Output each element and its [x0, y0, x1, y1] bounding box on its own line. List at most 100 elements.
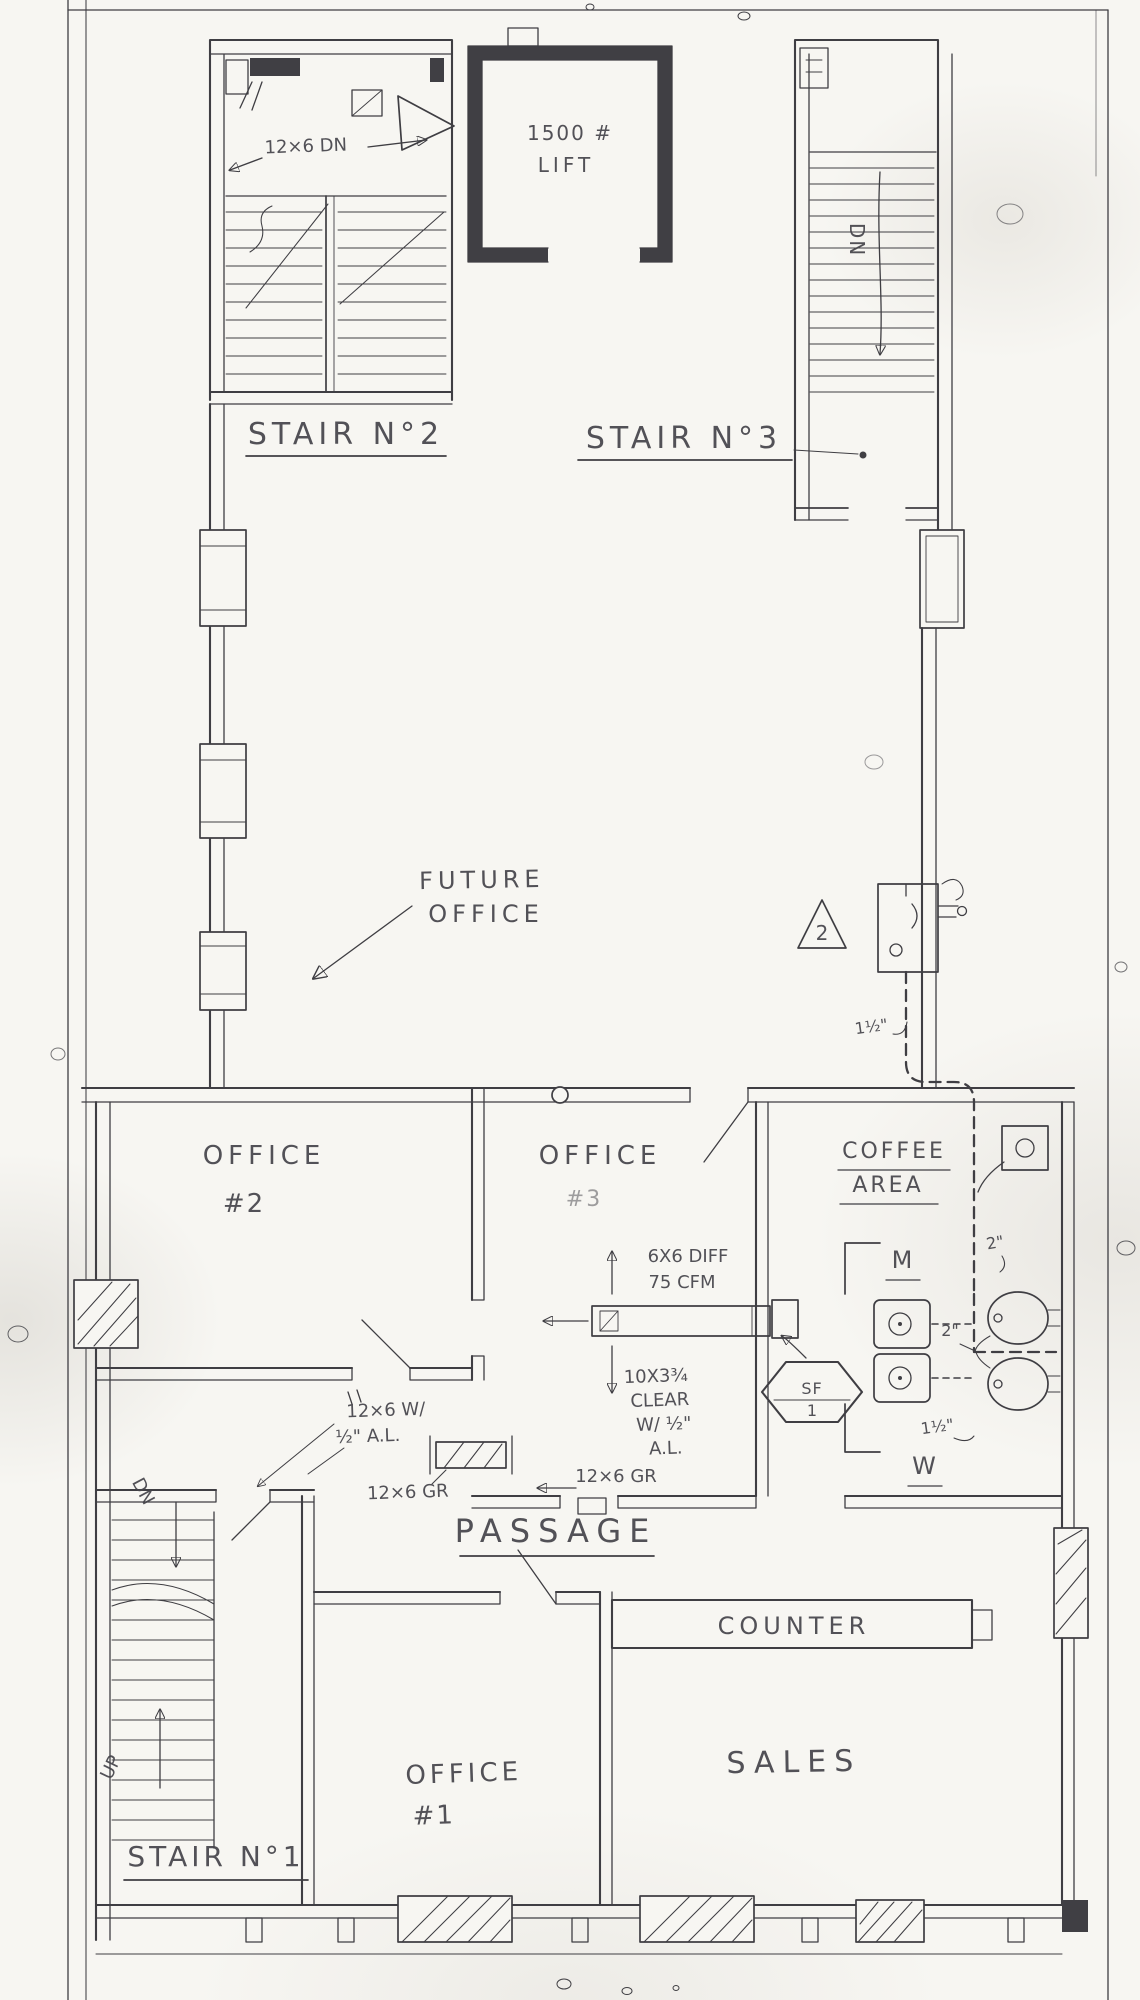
stair3-treads [809, 167, 935, 393]
coffee-line2: AREA [852, 1173, 923, 1198]
clear-line1: 10X3¾ [623, 1365, 688, 1388]
sales-title: SALES [726, 1744, 861, 1781]
stair1-title: STAIR N°1 [127, 1840, 304, 1873]
stair3-dn-label: DN [845, 223, 869, 257]
clear-line3: W/ ½" [636, 1413, 692, 1436]
dashed-pipe-riser [904, 970, 976, 1296]
office1-line1: OFFICE [405, 1757, 523, 1791]
detail-triangle [797, 899, 847, 949]
stair1-dn-label: DN [127, 1474, 158, 1508]
future-office-line2: OFFICE [428, 900, 544, 928]
duct-run [591, 1305, 771, 1337]
diff-line2: 75 CFM [648, 1272, 715, 1293]
office-2-group: OFFICE #2 [94, 1086, 485, 1382]
duct-end-cap [771, 1299, 799, 1339]
coffee-line1: COFFEE [842, 1139, 946, 1164]
toilet-fixture [873, 1299, 931, 1349]
window-block [639, 1895, 755, 1943]
counter-group: COUNTER [610, 1598, 993, 1650]
water-heater [877, 883, 939, 973]
stair-3-group: DN STAIR N°3 [577, 38, 965, 629]
left-wall-lower [73, 1100, 139, 1942]
passage-south-wall [470, 1494, 1064, 1515]
diff-line1: 6X6 DIFF [648, 1246, 729, 1267]
pipe-wc-label: 2" [941, 1321, 959, 1340]
toilet-fixture [873, 1353, 931, 1403]
duct-dn-arrow [367, 140, 426, 148]
grille-right-label: 12×6 GR [575, 1466, 657, 1487]
sales-group: SALES [726, 1744, 861, 1781]
window-block [397, 1895, 513, 1943]
coffee-area-group: COFFEE AREA 2" [837, 1125, 1058, 1453]
duct-w-line1: 12×6 W/ [346, 1399, 427, 1423]
sf-leader-arrow [782, 1336, 807, 1359]
office1-line2: #1 [412, 1800, 455, 1831]
lavatory-fixture [987, 1291, 1049, 1345]
riser-detail: 2 1½" [797, 878, 976, 1296]
pipe-sink-label: 2" [985, 1232, 1006, 1254]
grille-notes-group: 12×6 W/ ½" A.L. 12×6 GR 12×6 GR [258, 1389, 657, 1505]
stair2-treads [225, 211, 323, 375]
pipe-lav-label: 1½" [920, 1415, 955, 1438]
lift-name: LIFT [538, 153, 594, 177]
stair2-title: STAIR N°2 [248, 417, 444, 452]
counter-title: COUNTER [718, 1612, 871, 1640]
office3-line2: #3 [566, 1187, 602, 1212]
window-block [199, 529, 247, 627]
wall-grille [577, 1497, 607, 1515]
door-leaf [231, 1501, 271, 1541]
corner-pier [1062, 1900, 1088, 1932]
lavatory-fixture [987, 1357, 1049, 1411]
office2-line1: OFFICE [203, 1141, 326, 1171]
paper-specks [7, 3, 1136, 1995]
lift-capacity: 1500 # [527, 121, 613, 145]
duct-diffuser-group: 6X6 DIFF 75 CFM 10X3¾ CLEAR W/ ½" A.L. [544, 1246, 799, 1460]
detail-bubble-number: 2 [816, 921, 829, 945]
office2-line2: #2 [223, 1189, 265, 1219]
lift-group: 1500 # LIFT [467, 27, 673, 263]
stair1-treads [111, 1519, 215, 1841]
future-office-arrow [314, 905, 413, 978]
restrooms-group: M W 2" 1½" SF 1 [760, 1246, 1061, 1487]
door-leaf [361, 1319, 411, 1369]
office-1-group: OFFICE #1 [312, 1549, 613, 1907]
duct-dn-label: 12×6 DN [264, 135, 347, 159]
stair3-title: STAIR N°3 [586, 421, 782, 456]
stair1-up-label: UP [96, 1752, 125, 1783]
right-wall-middle [920, 626, 937, 1090]
window-block [199, 931, 247, 1011]
passage-title: PASSAGE [455, 1512, 658, 1550]
door-leaf [517, 1549, 557, 1605]
bottom-wall [94, 1895, 1064, 1955]
stair-1-group: DN UP STAIR N°1 [94, 1474, 316, 1907]
office-3-group: OFFICE #3 [539, 1100, 769, 1498]
left-wall-middle [199, 402, 247, 1090]
floor-grille [435, 1441, 507, 1469]
office3-line1: OFFICE [539, 1141, 662, 1171]
sink-fixture [1001, 1125, 1049, 1171]
passage-title-group: PASSAGE [455, 1512, 658, 1557]
future-office-line1: FUTURE [419, 865, 545, 895]
sf-hexagon [760, 1360, 864, 1424]
column-circle [551, 1086, 569, 1104]
clear-line2: CLEAR [630, 1389, 689, 1412]
stair3-dn-arrow [879, 171, 881, 354]
duct-w-line2: ½" A.L. [335, 1425, 401, 1448]
stair-2-group: 12×6 DN STAIR N°2 [208, 38, 455, 457]
clear-line4: A.L. [649, 1437, 683, 1459]
sf-line2: 1 [807, 1401, 817, 1420]
duct-symbol [250, 58, 300, 76]
future-office-note: FUTURE OFFICE [314, 865, 545, 978]
valve-symbol [956, 905, 968, 917]
right-wall-lower [1053, 1100, 1089, 1932]
door-leaf [703, 1101, 749, 1163]
offices-top-wall [80, 1086, 1076, 1163]
window-block [1053, 1527, 1089, 1639]
grille-left-label: 12×6 GR [367, 1481, 449, 1505]
dashed-pipe-wall [972, 1292, 1058, 1354]
damper-symbol [351, 89, 383, 117]
womens-label: W [912, 1452, 936, 1480]
window-block [199, 743, 247, 839]
